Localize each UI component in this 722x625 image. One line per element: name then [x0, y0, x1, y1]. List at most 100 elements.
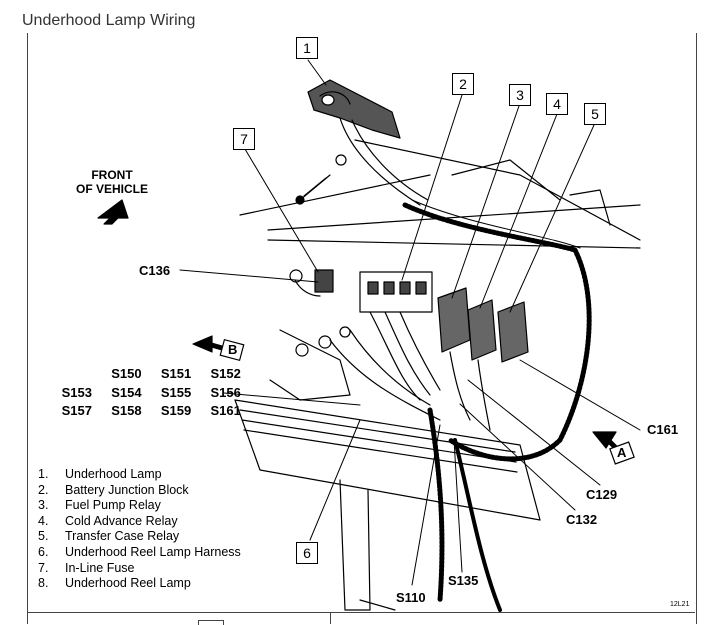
fender-rib	[241, 419, 517, 463]
battery-terminal	[318, 335, 332, 349]
cold-advance-relay	[467, 299, 497, 361]
underhood-lamp-detail	[319, 91, 351, 105]
splice-row-1: S150 S151 S152	[46, 366, 241, 381]
transfer-case-relay	[497, 301, 529, 363]
connector-c132: C132	[566, 512, 598, 527]
view-tag-a: A	[617, 445, 627, 460]
legend-item: 1.Underhood Lamp	[38, 467, 162, 481]
connector-c129: C129	[586, 487, 618, 502]
splice-label: S159	[160, 403, 192, 418]
leader-5	[509, 124, 595, 313]
bottom-rule	[27, 612, 695, 613]
leader-c129	[467, 379, 601, 486]
leader-c136	[179, 269, 319, 283]
leader-4	[479, 113, 558, 309]
battery-terminal	[339, 326, 351, 338]
wiring-bundle	[329, 339, 441, 421]
front-of-vehicle-label: FRONT OF VEHICLE	[62, 168, 162, 196]
wiring-bundle	[369, 311, 421, 401]
splice-s135: S135	[448, 573, 479, 588]
legend-item: 2.Battery Junction Block	[38, 482, 189, 497]
wiring-bundle	[399, 311, 441, 391]
callout-5: 5	[584, 103, 606, 125]
reel-harness-down	[427, 407, 445, 603]
legend-item: 7.In-Line Fuse	[38, 560, 135, 575]
panel-line	[267, 204, 641, 231]
bottom-tab	[198, 620, 224, 625]
leader-s135	[453, 439, 463, 573]
fender-rib	[239, 409, 516, 453]
splice-label: S161	[210, 403, 241, 418]
in-line-fuse	[314, 269, 334, 293]
fender-rib	[243, 429, 518, 473]
fuse-connector	[289, 269, 303, 283]
legend-item: 4.Cold Advance Relay	[38, 513, 178, 528]
wiring-bundle	[477, 359, 491, 431]
view-tag-b: B	[228, 342, 238, 357]
panel-line	[354, 139, 641, 241]
callout-7: 7	[233, 128, 255, 150]
leader-splices	[223, 392, 361, 406]
leader-s110	[411, 424, 441, 586]
view-arrow-b-shaft	[205, 341, 225, 351]
wiring-bundle	[449, 351, 471, 421]
callout-1: 1	[296, 37, 318, 59]
leader-3	[451, 105, 520, 299]
panel-line	[267, 239, 641, 249]
front-arrow	[97, 199, 129, 225]
splice-label: S153	[61, 385, 92, 400]
front-label-line1: FRONT	[91, 168, 133, 182]
splice-label: S158	[111, 403, 142, 418]
legend-item: 8.Underhood Reel Lamp	[38, 576, 191, 591]
leader-1	[307, 59, 327, 86]
reel-lamp-harness	[411, 199, 581, 249]
panel-line	[569, 189, 611, 226]
front-label-line2: OF VEHICLE	[75, 182, 148, 196]
connector-c161: C161	[647, 422, 679, 437]
ground-eyelet	[335, 154, 347, 166]
harness-conduit	[453, 438, 502, 612]
wiring-bundle	[384, 311, 431, 396]
panel-line	[239, 174, 431, 216]
panel-line	[451, 159, 561, 201]
bottom-separator	[330, 612, 331, 624]
splice-label: S157	[61, 403, 92, 418]
splice-label: S150	[111, 366, 142, 381]
splice-label: S154	[111, 385, 142, 400]
legend-item: 3.Fuel Pump Relay	[38, 498, 161, 513]
battery-terminal	[295, 343, 309, 357]
diagram-frame	[27, 33, 697, 624]
leader-6	[309, 419, 361, 541]
splice-row-2: S153 S154 S155 S156	[46, 385, 241, 400]
view-tag-b-box	[219, 338, 245, 362]
legend-item: 5.Transfer Case Relay	[38, 529, 180, 544]
view-tag-a-box	[609, 441, 635, 465]
lamp-harness	[339, 117, 421, 206]
reel-lamp-harness	[402, 202, 592, 462]
splice-row-3: S157 S158 S159 S161	[46, 403, 241, 418]
splice-s110: S110	[396, 590, 426, 605]
splice-label: S156	[210, 385, 241, 400]
connector-c136: C136	[139, 263, 171, 278]
splice-label: S152	[210, 366, 241, 381]
ground-bolt	[299, 174, 331, 201]
fender-lower	[359, 599, 396, 611]
splice-label: S151	[160, 366, 192, 381]
fender-lower	[339, 479, 371, 611]
leader-c132	[459, 403, 576, 511]
callout-6: 6	[296, 542, 318, 564]
parts-legend: 1.Underhood Lamp 2.Battery Junction Bloc…	[38, 467, 241, 592]
fuel-pump-relay	[437, 287, 471, 353]
view-arrow-a-shaft	[603, 435, 619, 451]
callout-2: 2	[452, 73, 474, 95]
lamp-harness	[351, 119, 429, 201]
callout-4: 4	[546, 93, 568, 115]
leader-c161	[519, 359, 641, 431]
fender-bracket	[234, 399, 541, 521]
lamp-socket	[321, 94, 335, 106]
junction-block-terminals	[367, 281, 427, 295]
wiring-bundle	[349, 329, 431, 406]
ground-bolt-head	[295, 195, 305, 205]
leader-7	[244, 148, 319, 273]
